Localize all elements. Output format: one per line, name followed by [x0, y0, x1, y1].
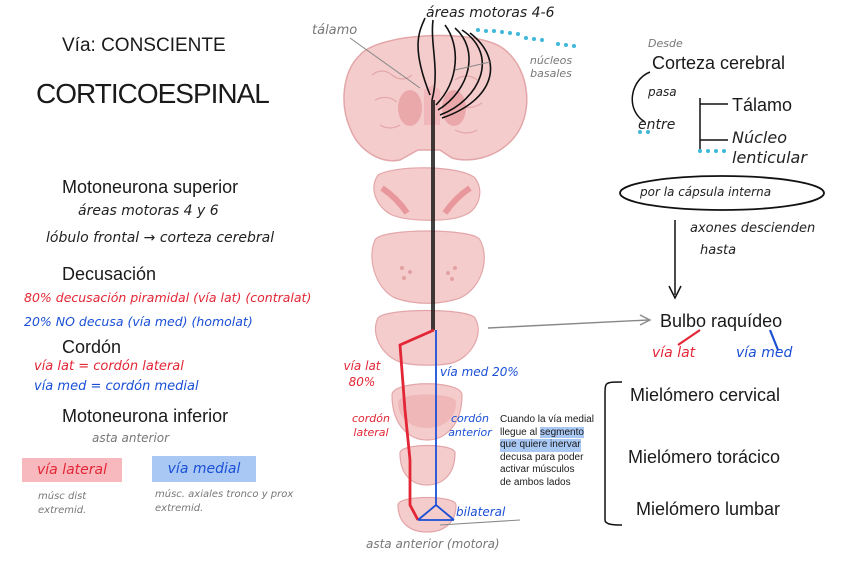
- label-mielomero-toracico: Mielómero torácico: [628, 447, 781, 467]
- label-bulbo-via-lat: vía lat: [652, 345, 696, 361]
- medial-note-line6: de ambos lados: [500, 476, 571, 488]
- page-title: CORTICOESPINAL: [36, 78, 270, 109]
- note-via-lateral: músc dist extremid.: [38, 491, 87, 516]
- lower-motoneuron-sub: asta anterior: [92, 431, 170, 445]
- medulla-section: [374, 309, 479, 366]
- cortical-fibers: [417, 17, 492, 330]
- lower-motoneuron-heading: Motoneurona inferior: [62, 406, 229, 426]
- medial-note-line2a: llegue al: [500, 426, 541, 438]
- label-areas-motoras: áreas motoras 4-6: [426, 5, 555, 21]
- medial-note-line5: activar músculos: [500, 464, 575, 475]
- medial-note-line2: llegue al segmento: [500, 426, 610, 440]
- medial-note-line4: decusa para poder: [500, 451, 584, 463]
- label-entre: entre: [638, 117, 676, 133]
- decussation-line-blue: 20% NO decusa (vía med) (homolat): [24, 314, 253, 329]
- label-via-med-20: vía med 20%: [440, 365, 519, 379]
- label-mielomero-lumbar: Mielómero lumbar: [636, 499, 781, 519]
- upper-motoneuron-line1: áreas motoras 4 y 6: [78, 203, 219, 219]
- upper-motoneuron-line2: lóbulo frontal → corteza cerebral: [46, 230, 275, 246]
- label-talamo: tálamo: [312, 23, 358, 38]
- upper-motoneuron-heading: Motoneurona superior: [62, 177, 239, 197]
- medial-note: Cuando la vía medial llegue al segmento …: [500, 414, 610, 489]
- dots-entre: [638, 130, 726, 153]
- label-bilateral: bilateral: [456, 505, 506, 519]
- arrow-to-bulbo: [487, 314, 652, 329]
- label-via-lat-80: vía lat 80%: [343, 359, 381, 390]
- label-lenticular: lenticular: [732, 148, 807, 167]
- label-nucleo: Núcleo: [732, 128, 787, 147]
- right-connectors: [604, 71, 728, 526]
- spinal-segments: [391, 383, 463, 533]
- label-mielomero-cervical: Mielómero cervical: [630, 385, 781, 405]
- lateral-pathway-red: [398, 328, 435, 521]
- medial-note-segmento: segmento: [540, 426, 584, 438]
- label-talamo-right: Tálamo: [732, 95, 793, 115]
- medial-note-line3: que quiere inervar: [500, 439, 581, 452]
- box-via-lateral: vía lateral: [22, 458, 122, 482]
- label-capsula-interna: por la cápsula interna: [640, 185, 772, 199]
- box-via-medial: vía medial: [152, 456, 256, 482]
- pons-section: [371, 230, 485, 304]
- label-desde: Desde: [648, 37, 683, 50]
- medial-note-line1: Cuando la vía medial: [500, 414, 594, 425]
- label-nucleos-basales: núcleos basales: [529, 54, 573, 81]
- label-cordon-lateral: cordón lateral: [352, 412, 390, 440]
- label-cordon-anterior: cordón anterior: [448, 412, 492, 440]
- capsula-oval: [619, 175, 825, 211]
- note-via-medial: músc. axiales tronco y prox extremid.: [155, 489, 294, 514]
- dots-nucleos: [476, 28, 576, 48]
- label-hasta: hasta: [700, 243, 737, 258]
- cord-line-blue: vía med = cordón medial: [34, 379, 199, 394]
- brain-section: [343, 34, 528, 162]
- cord-line-red: vía lat = cordón lateral: [34, 359, 184, 374]
- label-bulbo-raquideo: Bulbo raquídeo: [660, 311, 783, 331]
- label-leaders: [349, 37, 521, 526]
- midbrain-section: [373, 167, 481, 221]
- via-label: Vía: CONSCIENTE: [62, 35, 226, 56]
- label-pasa: pasa: [648, 85, 677, 99]
- bulbo-marks: [677, 329, 780, 351]
- label-asta-anterior: asta anterior (motora): [366, 537, 500, 551]
- medial-pathway-blue: [417, 330, 455, 521]
- label-bulbo-via-med: vía med: [736, 345, 793, 361]
- decussation-line-red: 80% decusación piramidal (vía lat) (cont…: [24, 290, 312, 305]
- cord-heading: Cordón: [62, 337, 122, 357]
- decussation-heading: Decusación: [62, 264, 157, 284]
- label-corteza-cerebral: Corteza cerebral: [652, 53, 786, 73]
- label-axones: axones descienden: [690, 221, 816, 236]
